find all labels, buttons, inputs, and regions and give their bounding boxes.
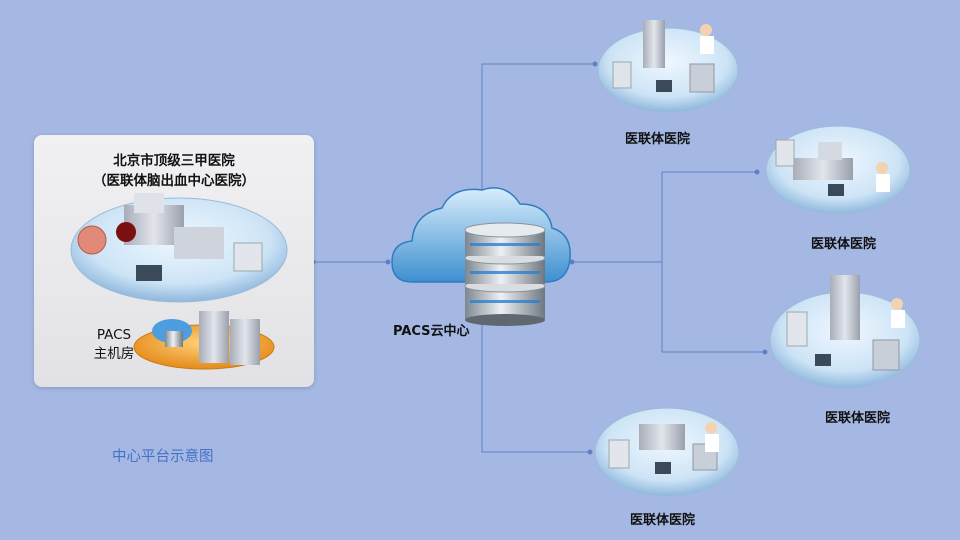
connector-cloud-top [481, 63, 595, 196]
connector-dot [385, 259, 391, 265]
doctor-coat-icon [876, 174, 890, 192]
hospital-node-bottom [594, 407, 740, 497]
hospital-node-top [597, 20, 739, 113]
equipment-icon [786, 311, 808, 347]
building-icon [174, 227, 224, 259]
brain-scan-icon [77, 225, 107, 255]
connector-dot [762, 349, 768, 355]
doctor-icon [876, 162, 888, 174]
building-icon [793, 158, 853, 180]
hospital-node-right-lower [769, 275, 921, 389]
database-icon [464, 222, 546, 326]
connector-dot [569, 259, 575, 265]
cloud-center-label: PACS云中心 [393, 324, 470, 339]
diagram-caption: 中心平台示意图 [112, 449, 214, 465]
hub-title-line2: （医联体脑出血中心医院） [93, 173, 255, 189]
mini-database-icon [165, 331, 183, 347]
heart-scan-icon [116, 222, 136, 242]
pacs-room-label-line2: 主机房 [93, 346, 135, 362]
building-icon [818, 142, 842, 160]
monitor-icon [655, 462, 671, 474]
equipment-icon [689, 63, 715, 93]
hospital-label-top: 医联体医院 [625, 132, 691, 147]
hospital-label-right-upper: 医联体医院 [811, 237, 877, 252]
doctor-coat-icon [705, 434, 719, 452]
monitor-icon [656, 80, 672, 92]
equipment-icon [612, 61, 632, 89]
doctor-icon [705, 422, 717, 434]
pacs-room-label-line1: PACS [96, 327, 132, 343]
equipment-icon [233, 242, 263, 272]
tower-icon [643, 20, 665, 68]
monitor-icon [136, 265, 162, 281]
monitor-icon [815, 354, 831, 366]
hospital-label-right-lower: 医联体医院 [825, 411, 891, 426]
equipment-icon [608, 439, 630, 469]
server-rack-icon [199, 311, 229, 363]
connector-dot [592, 61, 598, 67]
connector-cloud-bottom [481, 322, 590, 453]
equipment-icon [775, 139, 795, 167]
connector-lines [313, 63, 765, 453]
doctor-icon [700, 24, 712, 36]
building-icon [134, 193, 164, 213]
connector-dot [587, 449, 593, 455]
hospital-label-bottom: 医联体医院 [630, 513, 696, 528]
connector-dot [754, 169, 760, 175]
doctor-coat-icon [700, 36, 714, 54]
monitor-icon [828, 184, 844, 196]
building-icon [639, 424, 685, 450]
hub-illustration [70, 193, 288, 370]
hospital-node-right-upper [765, 125, 911, 215]
hub-title-line1: 北京市顶级三甲医院 [113, 153, 235, 169]
central-hospital-panel: 北京市顶级三甲医院 （医联体脑出血中心医院） PACS 主机房 [34, 135, 314, 387]
tower-icon [830, 275, 860, 340]
server-rack-icon [230, 319, 260, 365]
pacs-cloud-icon [391, 187, 571, 326]
equipment-icon [872, 339, 900, 371]
doctor-icon [891, 298, 903, 310]
doctor-coat-icon [891, 310, 905, 328]
